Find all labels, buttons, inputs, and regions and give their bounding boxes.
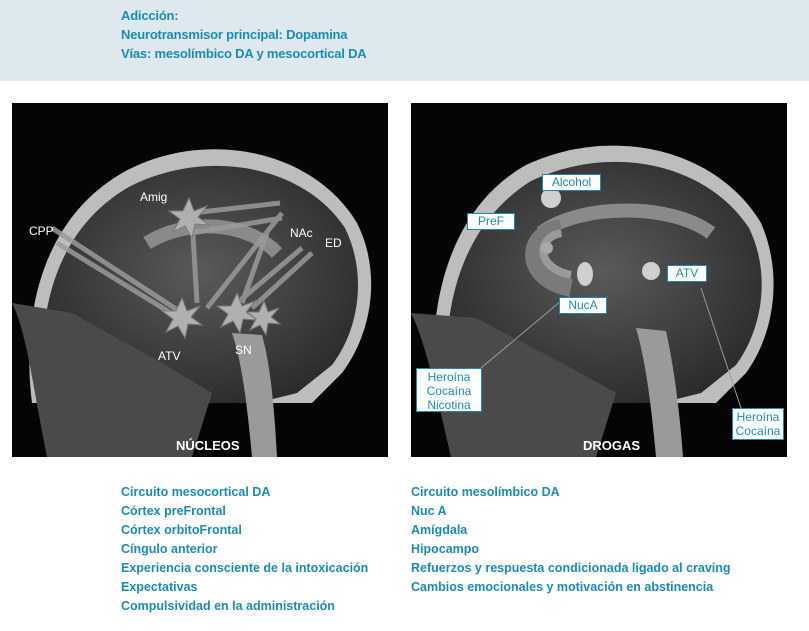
list-item: Hipocampo — [411, 540, 731, 559]
drug-heroina: Heroína — [733, 410, 783, 424]
box-nuca: NucA — [559, 297, 607, 314]
box-drugs-left: Heroína Cocaína Nicotina — [416, 368, 482, 412]
atv-nucleus — [642, 262, 660, 280]
list-item: Córtex orbitoFrontal — [121, 521, 368, 540]
list-item: Circuito mesocortical DA — [121, 483, 368, 502]
list-item: Refuerzos y respuesta condicionada ligad… — [411, 559, 731, 578]
caption-nucleos: NÚCLEOS — [176, 438, 240, 453]
label-amig: Amig — [140, 190, 167, 204]
label-atv: ATV — [158, 349, 180, 363]
list-item: Cíngulo anterior — [121, 540, 368, 559]
brain-mri-left — [12, 103, 388, 457]
brain-drugs-panel: Alcohol PreF ATV NucA Heroína Cocaína Ni… — [411, 103, 787, 457]
list-item: Cambios emocionales y motivación en abst… — [411, 578, 731, 597]
drug-cocaina: Cocaína — [417, 384, 481, 398]
header-pathways: Vías: mesolímbico DA y mesocortical DA — [121, 46, 367, 61]
list-item: Amígdala — [411, 521, 731, 540]
mesolimbic-list: Circuito mesolímbico DA Nuc A Amígdala H… — [411, 483, 731, 597]
list-item: Expectativas — [121, 578, 368, 597]
drug-cocaina: Cocaína — [733, 424, 783, 438]
label-sn: SN — [235, 343, 252, 357]
list-item: Nuc A — [411, 502, 731, 521]
pref-nucleus — [541, 242, 553, 254]
box-pref: PreF — [467, 213, 515, 230]
brain-nuclei-panel: Amig NAc CPP ED ATV SN NÚCLEOS — [12, 103, 388, 457]
alcohol-nucleus — [541, 188, 561, 208]
drug-heroina: Heroína — [417, 370, 481, 384]
box-alcohol: Alcohol — [542, 174, 601, 191]
box-atv: ATV — [667, 265, 707, 282]
mesocortical-list: Circuito mesocortical DA Córtex preFront… — [121, 483, 368, 616]
nuca-nucleus — [577, 262, 593, 286]
list-item: Experiencia consciente de la intoxicació… — [121, 559, 368, 578]
header-neurotransmitter: Neurotransmisor principal: Dopamina — [121, 27, 347, 42]
label-cpp: CPP — [29, 224, 54, 238]
label-nac: NAc — [290, 226, 313, 240]
list-item: Córtex preFrontal — [121, 502, 368, 521]
header-banner: Adicción: Neurotransmisor principal: Dop… — [0, 0, 809, 81]
drug-nicotina: Nicotina — [417, 398, 481, 412]
caption-drogas: DROGAS — [583, 438, 640, 453]
box-drugs-right: Heroína Cocaína — [732, 408, 784, 440]
header-title: Adicción: — [121, 8, 178, 23]
label-ed: ED — [325, 236, 342, 250]
list-item: Circuito mesolímbico DA — [411, 483, 731, 502]
list-item: Compulsividad en la administración — [121, 597, 368, 616]
